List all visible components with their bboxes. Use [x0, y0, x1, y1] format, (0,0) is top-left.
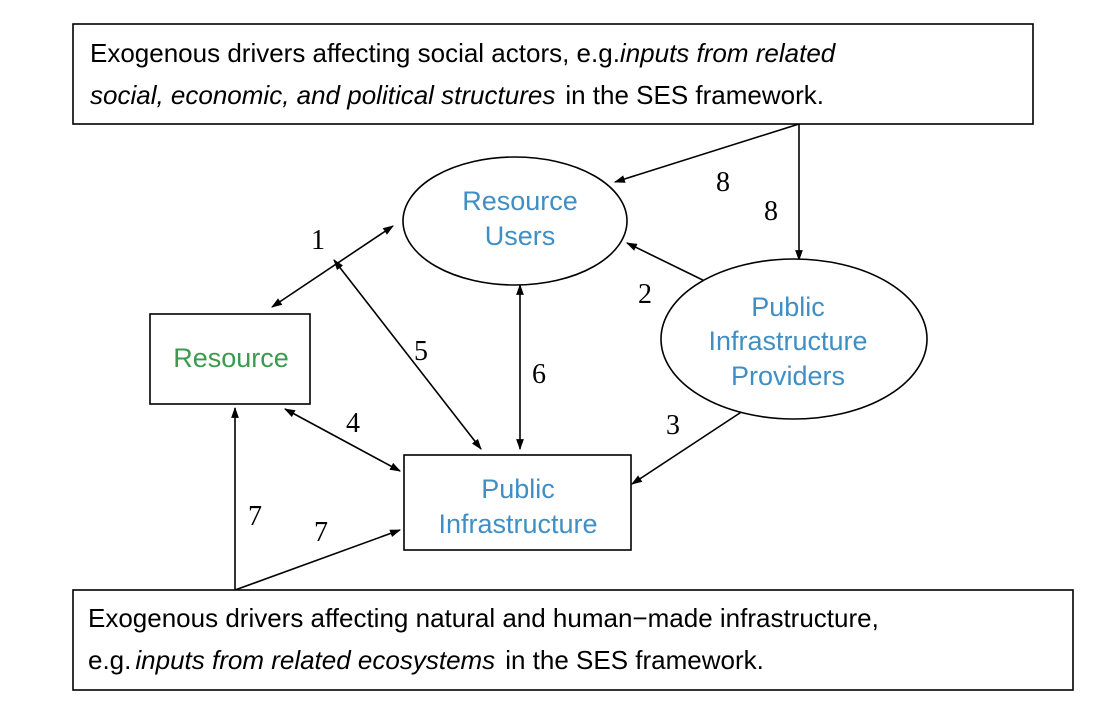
- social-drivers-text-2: in the SES framework.: [565, 80, 824, 110]
- providers-label-1: Public: [751, 292, 825, 322]
- arrow-8-drivers-users: [613, 123, 800, 183]
- link-label-8a: 8: [716, 167, 730, 198]
- social-drivers-italic-1: inputs from related: [620, 38, 837, 68]
- link-labels: 1 2 3 4 5 6 7 7 8 8: [248, 167, 778, 548]
- arrow-2-users-providers: [626, 242, 716, 287]
- public-infrastructure-label-2: Infrastructure: [438, 509, 597, 539]
- public-infrastructure-label-1: Public: [481, 474, 555, 504]
- infrastructure-drivers-line-2: e.g.inputs from related ecosystems in the…: [88, 645, 764, 675]
- providers-label-2: Infrastructure: [708, 326, 867, 356]
- infrastructure-drivers-line-1: Exogenous drivers affecting natural and …: [88, 603, 879, 633]
- link-label-1: 1: [311, 225, 325, 256]
- social-drivers-line-1: Exogenous drivers affecting social actor…: [90, 38, 837, 68]
- arrow-1-resource-users: [271, 225, 394, 308]
- node-public-infrastructure: Public Infrastructure: [403, 454, 632, 551]
- infrastructure-drivers-text-2: e.g.: [88, 645, 131, 675]
- social-drivers-box: Exogenous drivers affecting social actor…: [72, 23, 1034, 125]
- infrastructure-drivers-frame: [72, 589, 1074, 691]
- providers-ellipse: [660, 258, 928, 420]
- link-label-8b: 8: [764, 196, 778, 227]
- arrow-3-infrastructure-providers: [631, 404, 753, 485]
- link-label-7b: 7: [314, 517, 328, 548]
- social-drivers-frame: [72, 23, 1034, 125]
- infrastructure-drivers-text-1: Exogenous drivers affecting natural and …: [88, 603, 879, 633]
- link-label-5: 5: [414, 336, 428, 367]
- arrows: [231, 123, 803, 591]
- social-drivers-line-2: social, economic, and political structur…: [90, 80, 824, 110]
- arrow-5-users-infrastructure: [333, 259, 482, 450]
- resource-users-label-1: Resource: [462, 186, 578, 216]
- link-label-2: 2: [638, 279, 652, 310]
- resource-users-label-2: Users: [485, 221, 556, 251]
- social-drivers-text-1: Exogenous drivers affecting social actor…: [90, 38, 620, 68]
- infrastructure-drivers-box: Exogenous drivers affecting natural and …: [72, 589, 1074, 691]
- link-label-4: 4: [346, 408, 360, 439]
- infrastructure-drivers-text-3: in the SES framework.: [505, 645, 764, 675]
- node-resource: Resource: [149, 313, 311, 405]
- link-label-6: 6: [532, 359, 546, 390]
- resource-users-ellipse: [402, 156, 628, 286]
- link-label-7a: 7: [248, 501, 262, 532]
- social-drivers-italic-2: social, economic, and political structur…: [90, 80, 555, 110]
- infrastructure-drivers-italic: inputs from related ecosystems: [135, 645, 495, 675]
- providers-label-3: Providers: [731, 361, 845, 391]
- node-infrastructure-providers: Public Infrastructure Providers: [660, 258, 928, 420]
- resource-box: [149, 313, 311, 405]
- arrow-7-drivers-infrastructure: [234, 529, 402, 591]
- public-infrastructure-box: [403, 454, 632, 551]
- resource-label: Resource: [173, 343, 289, 373]
- arrow-4-resource-infrastructure: [284, 408, 401, 472]
- link-label-3: 3: [666, 410, 680, 441]
- node-resource-users: Resource Users: [402, 156, 628, 286]
